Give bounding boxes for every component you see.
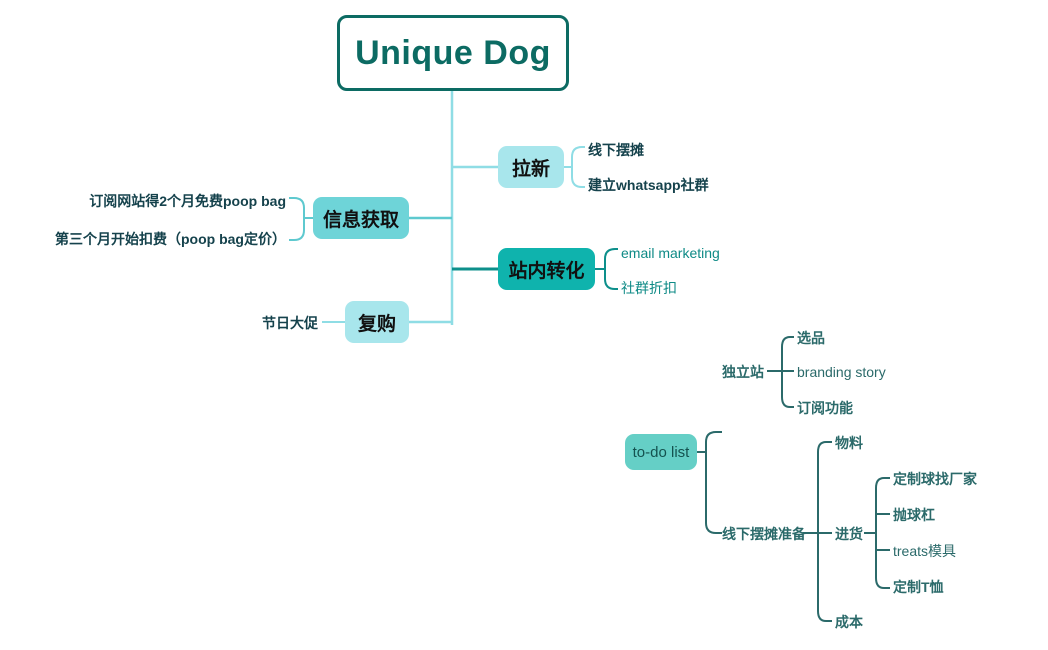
leaf-jinhuo-2[interactable]: treats模具 xyxy=(893,543,957,559)
todo-list-node[interactable]: to-do list xyxy=(625,434,697,470)
branch-label-lanxin: 拉新 xyxy=(511,158,550,180)
branch-node-xinxi[interactable]: 信息获取 xyxy=(313,197,409,239)
leaf-duliszhan-2[interactable]: 订阅功能 xyxy=(797,400,853,416)
leaf-jinhuo-0[interactable]: 定制球找厂家 xyxy=(893,471,977,487)
branch-node-zhuanhua[interactable]: 站内转化 xyxy=(498,248,595,290)
leaf-jinhuo-1[interactable]: 抛球杠 xyxy=(893,507,935,523)
todo-list-label: to-do list xyxy=(632,443,690,461)
leaf-lanxin-0[interactable]: 线下摆摊 xyxy=(588,142,644,158)
leaf-xianxia-1[interactable]: 进货 xyxy=(835,526,863,542)
branch-node-lanxin[interactable]: 拉新 xyxy=(498,146,564,188)
leaf-lanxin-1[interactable]: 建立whatsapp社群 xyxy=(588,177,709,193)
leaf-duliszhan-0[interactable]: 选品 xyxy=(797,330,825,346)
leaf-zhuanhua-0[interactable]: email marketing xyxy=(621,245,720,261)
leaf-fugou-0[interactable]: 节日大促 xyxy=(262,315,318,331)
branch-node-fugou[interactable]: 复购 xyxy=(345,301,409,343)
branch-label-fugou: 复购 xyxy=(357,313,396,335)
root-node-label: Unique Dog xyxy=(355,33,551,72)
branch-label-xinxi: 信息获取 xyxy=(322,209,399,231)
branch-label-zhuanhua: 站内转化 xyxy=(508,260,585,282)
leaf-xinxi-1[interactable]: 第三个月开始扣费（poop bag定价） xyxy=(55,231,286,247)
leaf-zhuanhua-1[interactable]: 社群折扣 xyxy=(621,280,677,296)
leaf-duliszhan-1[interactable]: branding story xyxy=(797,364,886,380)
todo-group-duliszhan[interactable]: 独立站 xyxy=(722,364,764,380)
leaf-xinxi-0[interactable]: 订阅网站得2个月免费poop bag xyxy=(89,193,286,209)
todo-group-xianxia[interactable]: 线下摆摊准备 xyxy=(722,526,806,542)
root-node[interactable]: Unique Dog xyxy=(337,15,569,91)
leaf-xianxia-0[interactable]: 物料 xyxy=(835,435,863,451)
leaf-jinhuo-3[interactable]: 定制T恤 xyxy=(893,579,944,595)
leaf-xianxia-2[interactable]: 成本 xyxy=(835,614,863,630)
